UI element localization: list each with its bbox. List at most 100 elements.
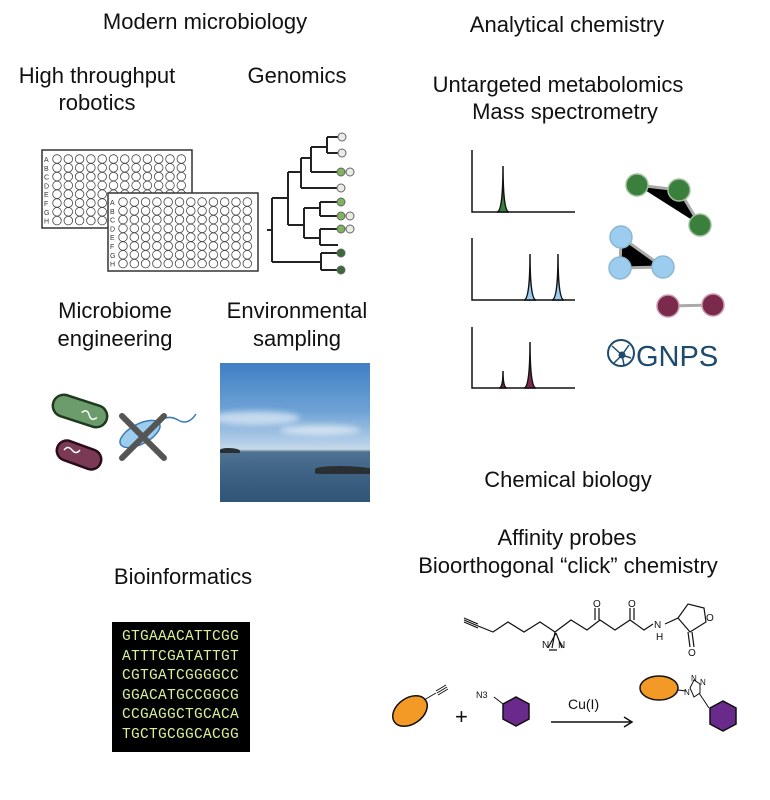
plate-well [165, 171, 175, 182]
plate-well [131, 154, 141, 164]
plate-well [152, 250, 162, 260]
plate-well [52, 215, 62, 226]
plate-well [142, 171, 153, 182]
plate-well [118, 214, 128, 225]
genomics-label: Genomics [247, 63, 347, 88]
analytical-chemistry-heading: Analytical chemistry [469, 12, 665, 37]
plate-well [231, 241, 241, 251]
plate-well [208, 223, 219, 234]
plate-row-label: A [44, 157, 49, 164]
plate-well [197, 223, 207, 234]
plate-well [63, 215, 74, 226]
svg-text:O: O [593, 599, 601, 610]
plate-well [63, 154, 74, 164]
plate-well [242, 223, 253, 234]
svg-text:N: N [558, 640, 565, 651]
plate-well [231, 223, 241, 234]
plate-well [163, 232, 173, 242]
plate-well [120, 163, 130, 173]
plate-well [118, 232, 128, 242]
plate-well [163, 223, 173, 234]
svg-text:Cu(I): Cu(I) [568, 696, 599, 712]
plate-well [52, 207, 62, 217]
svg-text:N: N [684, 688, 690, 697]
plate-well [242, 250, 253, 260]
plate-well [140, 197, 151, 207]
click-chemistry-label: Bioorthogonal “click” chemistry [418, 553, 718, 578]
plate-well [74, 171, 85, 182]
plate-well [176, 163, 187, 173]
plate-well [242, 232, 253, 242]
plate-well [118, 241, 128, 251]
plate-well [74, 215, 85, 226]
plate-well [186, 241, 196, 251]
plate-well [242, 214, 253, 225]
plate-well [140, 258, 151, 269]
tree-leaf-markers [336, 132, 355, 275]
plate-row-label: A [110, 200, 115, 207]
plate-well [219, 241, 230, 251]
plate-well [120, 171, 130, 182]
plate-well [140, 223, 151, 234]
plate-well [153, 154, 164, 164]
plate-well [86, 198, 96, 208]
svg-text:N: N [700, 678, 706, 687]
plate-well [52, 180, 62, 191]
plate-well [108, 171, 119, 182]
high-throughput-label: High throughput [18, 63, 176, 88]
plate-well [86, 163, 96, 173]
plate-row-label: H [44, 219, 49, 226]
plate-row-label: F [110, 244, 114, 251]
plate-well [165, 180, 175, 191]
plate-well [63, 189, 74, 199]
bioinformatics-heading: Bioinformatics [113, 564, 253, 589]
plate-well [231, 197, 241, 207]
plate-well [176, 180, 187, 191]
plate-well [142, 180, 153, 191]
plate-well [174, 206, 185, 216]
plate-well [86, 189, 96, 199]
plate-well [74, 163, 85, 173]
plate-well [140, 214, 151, 225]
microbiome-label: Microbiome [58, 298, 172, 323]
plate-well [152, 223, 162, 234]
metabolomics-label: Untargeted metabolomics [432, 72, 684, 97]
molecular-network [608, 173, 725, 318]
plate-well [63, 198, 74, 208]
plate-well [231, 214, 241, 225]
svg-text:+: + [455, 704, 468, 729]
plate-well [231, 258, 241, 269]
plate-well [97, 180, 107, 191]
plate-row-label: C [44, 175, 49, 182]
plate-well [129, 250, 140, 260]
plate-well [120, 154, 130, 164]
plate-well [118, 258, 128, 269]
dna-line: GGACATGCCGGCG [122, 687, 240, 704]
plate-well [97, 215, 107, 226]
dna-line: GTGAAACATTCGG [122, 629, 240, 645]
svg-text:O: O [688, 648, 696, 659]
svg-text:H: H [656, 632, 663, 643]
svg-text:O: O [706, 613, 714, 624]
plate-well [208, 258, 219, 269]
plate-well [186, 223, 196, 234]
plate-well [231, 250, 241, 260]
plate-well [97, 163, 107, 173]
sampling-label: sampling [252, 326, 342, 351]
plate-well [208, 197, 219, 207]
dna-line: ATTTCGATATTGT [122, 648, 240, 665]
plate-well [86, 207, 96, 217]
plate-well [219, 206, 230, 216]
plate-row-label: C [110, 218, 115, 225]
plate-well [129, 214, 140, 225]
plate-well [120, 180, 130, 191]
engineering-label: engineering [57, 326, 173, 351]
plate-well [208, 206, 219, 216]
dna-line: CGTGATCGGGGCC [122, 668, 240, 684]
plate-well [86, 154, 96, 164]
click-reaction: + N3 Cu(I) N N N [391, 674, 737, 732]
probe-atom-labels: N N O O N H O O [542, 599, 714, 659]
plate-well [163, 250, 173, 260]
plate-well [231, 232, 241, 242]
